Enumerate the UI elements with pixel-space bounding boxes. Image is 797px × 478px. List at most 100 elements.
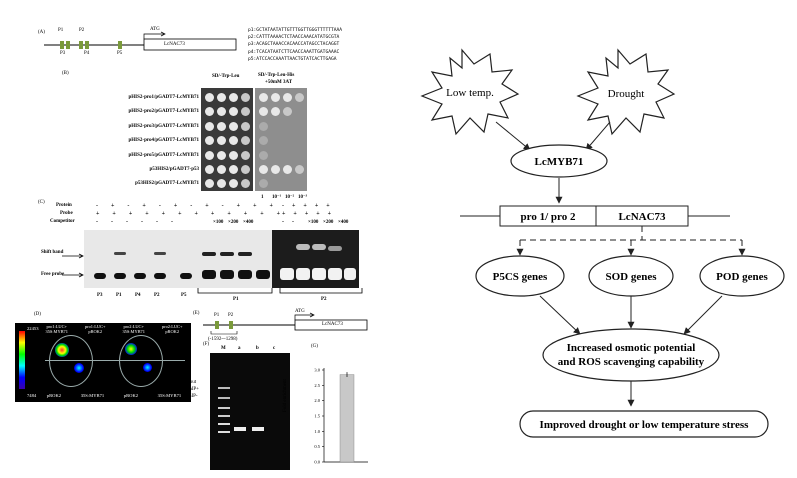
dilution-1: 1 <box>261 195 264 200</box>
luc-sublabel: 35S:MYB71 <box>45 329 68 334</box>
gel-arrows <box>62 253 84 278</box>
low-temp-burst <box>420 48 520 136</box>
group-brackets <box>197 288 363 294</box>
promoter-map-a <box>44 31 237 51</box>
panel-g-label: (G) <box>311 344 318 349</box>
lane-p4: P4 <box>135 293 141 298</box>
luc-top-labels: pro1:LUC+35S:MYB71 pro1:LUC+pROK2 pro2:L… <box>37 324 191 334</box>
drought-burst <box>576 48 676 136</box>
y-tick-label: 2.0 <box>314 398 320 403</box>
leaf-left <box>49 335 93 387</box>
effect-line2: and ROS scavenging capability <box>558 356 705 368</box>
outcome-label: Improved drought or low temperature stre… <box>540 419 750 431</box>
p5cs-node <box>475 255 565 297</box>
y2h-row: pHIS2-pro1/pGADT7-LcMYB71 <box>128 95 199 100</box>
gene-label-a: LcNAC73 <box>164 42 185 47</box>
panel-c-label: (C) <box>38 200 45 205</box>
sequence-p4: p4:TCACATAATCTTCAACCAAATTGATGAAAC <box>248 49 340 55</box>
sequence-p1: p1:GCTATAATATTGTTTGGTTGGGTTTTTTAAA <box>248 28 343 33</box>
lane-p2: P2 <box>154 293 160 298</box>
shift-band-label: Shift band <box>41 250 64 255</box>
pod-label: POD genes <box>716 271 768 283</box>
lane-a: a <box>238 346 241 351</box>
lcnac73-label: LcNAC73 <box>618 211 666 223</box>
low-temp-label: Low temp. <box>446 87 494 99</box>
competitor-400-a: ×400 <box>243 220 254 225</box>
fold-enrichment-chart: 0.00.51.01.52.02.53.0 <box>314 368 368 465</box>
competitor-100-a: ×100 <box>213 220 224 225</box>
emsa-signs-2: -+++++++++-- <box>282 203 340 225</box>
row-probe: Probe <box>60 211 73 216</box>
luc-sublabel: 35S:MYB71 <box>122 329 145 334</box>
gene-label-e: LcNAC73 <box>322 322 343 327</box>
y-tick-label: 0.5 <box>314 444 320 449</box>
p5cs-label: P5CS genes <box>493 271 548 283</box>
promoter-label: pro 1/ pro 2 <box>521 211 576 223</box>
scale-max: 22453 <box>27 326 39 331</box>
competitor-400-b: ×400 <box>338 220 349 225</box>
group-p1: P1 <box>233 297 239 302</box>
chip-legend-item: a:Input <box>182 380 197 385</box>
luc-bottom-label: 35S:MYB71 <box>80 393 105 398</box>
luc-label: pro1:LUC+ <box>84 324 106 329</box>
luc-bottom-label: 35S:MYB71 <box>157 393 182 398</box>
panel-d-label: (D) <box>34 312 41 317</box>
sod-label: SOD genes <box>605 271 657 283</box>
lane-p1: P1 <box>116 293 122 298</box>
promoter-map-e <box>203 312 368 335</box>
row-protein: Protein <box>56 203 72 208</box>
luc-sublabel: pROK2 <box>165 329 180 334</box>
sequence-list: p1:GCTATAATATTGTTTGGTTGGGTTTTTTAAA p2:CA… <box>248 27 342 63</box>
atg-label-e: ATG <box>295 309 305 314</box>
luc-sublabel: pROK2 <box>88 329 103 334</box>
outcome-box <box>519 410 769 438</box>
site-p5: P5 <box>117 51 123 56</box>
panel-f-label: (F) <box>203 342 210 347</box>
row-competitor: Competitor <box>50 219 75 224</box>
luc-bottom-labels: pROK2 35S:MYB71 pROK2 35S:MYB71 <box>37 393 191 398</box>
effect-line1: Increased osmotic potential <box>567 342 696 354</box>
group-p2: P2 <box>321 297 327 302</box>
col-header-1: SD/-Trp-Leu <box>212 74 240 79</box>
y2h-row-labels: pHIS2-pro1/pGADT7-LcMYB71 pHIS2-pro2/pGA… <box>104 91 199 192</box>
panel-b-label: (B) <box>62 71 69 76</box>
site-p2: P2 <box>79 28 85 33</box>
y-tick-label: 3.0 <box>314 368 320 373</box>
lane-b: b <box>256 346 259 351</box>
col-header-2: SD/-Trp-Leu-His <box>258 73 295 78</box>
regulatory-model-diagram: Low temp. Drought LcMYB71 pro 1/ pro 2 L… <box>420 48 785 438</box>
sequence-p5: p5:ATCCACCAAATTAACTGTATCACTTGAGA <box>248 56 337 62</box>
luc-label: pro2:LUC+ <box>161 324 183 329</box>
dilution-4: 10⁻³ <box>298 195 308 200</box>
site-p1: P1 <box>58 28 64 33</box>
left-figure: (A) P1 P2 P3 P4 P5 ATG LcNAC73 p1:GCTATA… <box>15 27 368 470</box>
site-p4: P4 <box>84 51 90 56</box>
emsa-gel <box>84 230 359 288</box>
y2h-row: p53HIS2/pGADT7-LcMYB71 <box>135 181 199 187</box>
lcmyb71-label: LcMYB71 <box>535 156 584 168</box>
lane-c: c <box>273 346 276 351</box>
fold-enrichment-bar <box>339 374 355 463</box>
atg-label-a: ATG <box>150 27 160 32</box>
scale-min: 7484 <box>27 393 37 398</box>
lcmyb71-node <box>510 144 608 178</box>
chip-legend-item: c:ChIP- <box>182 394 198 399</box>
panel-a-label: (A) <box>38 30 45 35</box>
free-probe-label: Free probe <box>41 272 65 277</box>
y2h-row: pHIS2-pro5/pGADT7-LcMYB71 <box>128 152 199 158</box>
range-e: (-1592~-1298) <box>208 337 238 342</box>
y-tick-label: 2.5 <box>314 383 320 388</box>
chip-gel <box>210 353 290 470</box>
pod-node <box>699 255 785 297</box>
luc-label: pro1:LUC+ <box>46 324 67 329</box>
effect-node <box>542 328 720 382</box>
y-tick-label: 1.0 <box>314 429 320 434</box>
plate-sd-trp-leu-his <box>255 88 307 191</box>
chip-legend-item: b:ChIP+ <box>182 387 199 392</box>
luc-bottom-label: pROK2 <box>123 393 139 398</box>
luc-bottom-label: pROK2 <box>46 393 62 398</box>
sequence-p3: p3:ACAGCTAAACCACAACCATAGCCTACAGGT <box>248 42 340 48</box>
luc-label: pro2:LUC+ <box>123 324 144 329</box>
y2h-row: pHIS2-pro4/pGADT7-LcMYB71 <box>128 138 199 144</box>
y-tick-label: 0.0 <box>314 460 320 465</box>
